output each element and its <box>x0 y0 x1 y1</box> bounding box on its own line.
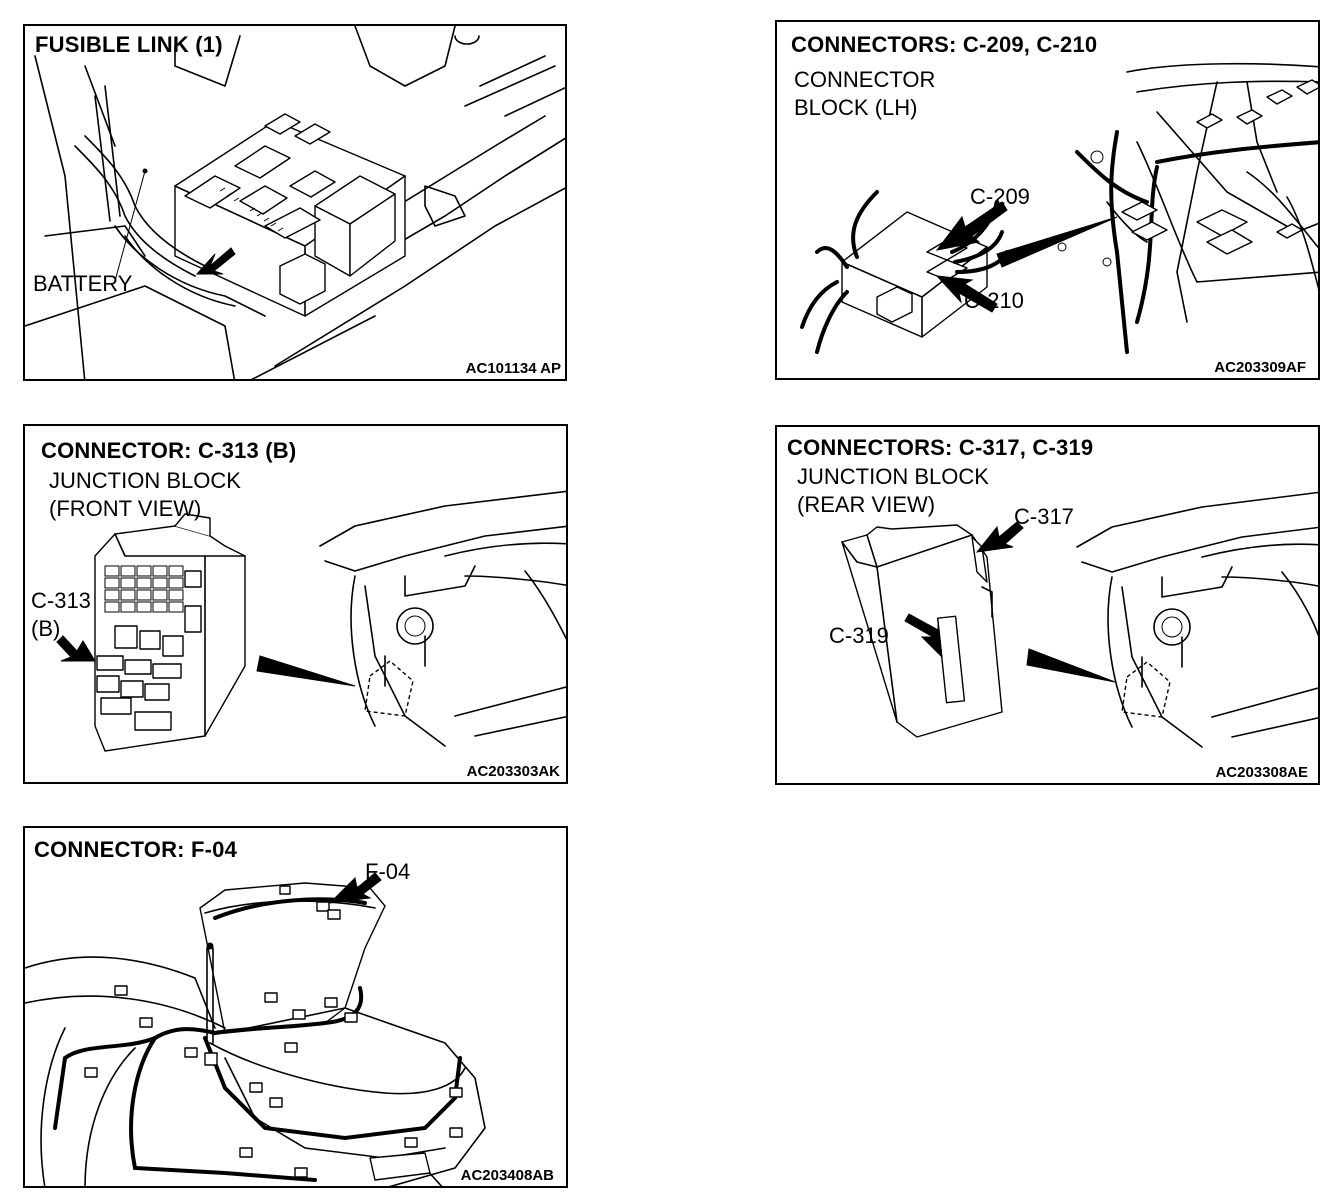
junction-block-front-illustration <box>56 490 566 752</box>
figure-code: AC203408AB <box>458 1167 556 1184</box>
panel-title: CONNECTOR: F-04 <box>34 837 238 862</box>
fusible-link-illustration <box>25 26 565 379</box>
figure-code: AC203308AE <box>1213 764 1310 781</box>
panel-title: CONNECTORS: C-209, C-210 <box>791 32 1098 57</box>
subtitle-line-1: CONNECTOR <box>794 67 936 92</box>
figure-code: AC203309AF <box>1212 359 1308 376</box>
c317-label: C-317 <box>1014 504 1074 529</box>
panel-connectors-c209-c210: CONNECTORS: C-209, C-210 CONNECTOR BLOCK… <box>775 20 1320 380</box>
c313-b-label: (B) <box>31 616 61 641</box>
subtitle-line-1: JUNCTION BLOCK <box>49 468 241 493</box>
trunk-harness-illustration <box>25 872 486 1186</box>
connector-block-illustration <box>800 62 1318 354</box>
junction-block-rear-illustration <box>841 491 1318 748</box>
panel-fusible-link: FUSIBLE LINK (1) BATTERY AC101134 AP <box>23 24 567 381</box>
battery-label: BATTERY <box>33 271 133 296</box>
c209-label: C-209 <box>970 184 1030 209</box>
panel-connectors-c317-c319: CONNECTORS: C-317, C-319 JUNCTION BLOCK … <box>775 425 1320 785</box>
subtitle-line-1: JUNCTION BLOCK <box>797 464 989 489</box>
f04-label: F-04 <box>365 859 411 884</box>
panel-title: CONNECTORS: C-317, C-319 <box>787 435 1094 460</box>
c313-label: C-313 <box>31 588 91 613</box>
c319-label: C-319 <box>829 623 889 648</box>
figure-code: AC203303AK <box>464 763 562 780</box>
c210-label: C-210 <box>964 288 1024 313</box>
panel-title: FUSIBLE LINK (1) <box>35 32 223 57</box>
subtitle-line-2: (REAR VIEW) <box>797 492 936 517</box>
subtitle-line-2: (FRONT VIEW) <box>49 496 202 521</box>
panel-title: CONNECTOR: C-313 (B) <box>41 438 297 463</box>
figure-code: AC101134 AP <box>463 360 563 377</box>
panel-connector-c313: CONNECTOR: C-313 (B) JUNCTION BLOCK (FRO… <box>23 424 568 784</box>
subtitle-line-2: BLOCK (LH) <box>794 95 918 120</box>
panel-connector-f04: CONNECTOR: F-04 F-04 AC203408AB <box>23 826 568 1188</box>
